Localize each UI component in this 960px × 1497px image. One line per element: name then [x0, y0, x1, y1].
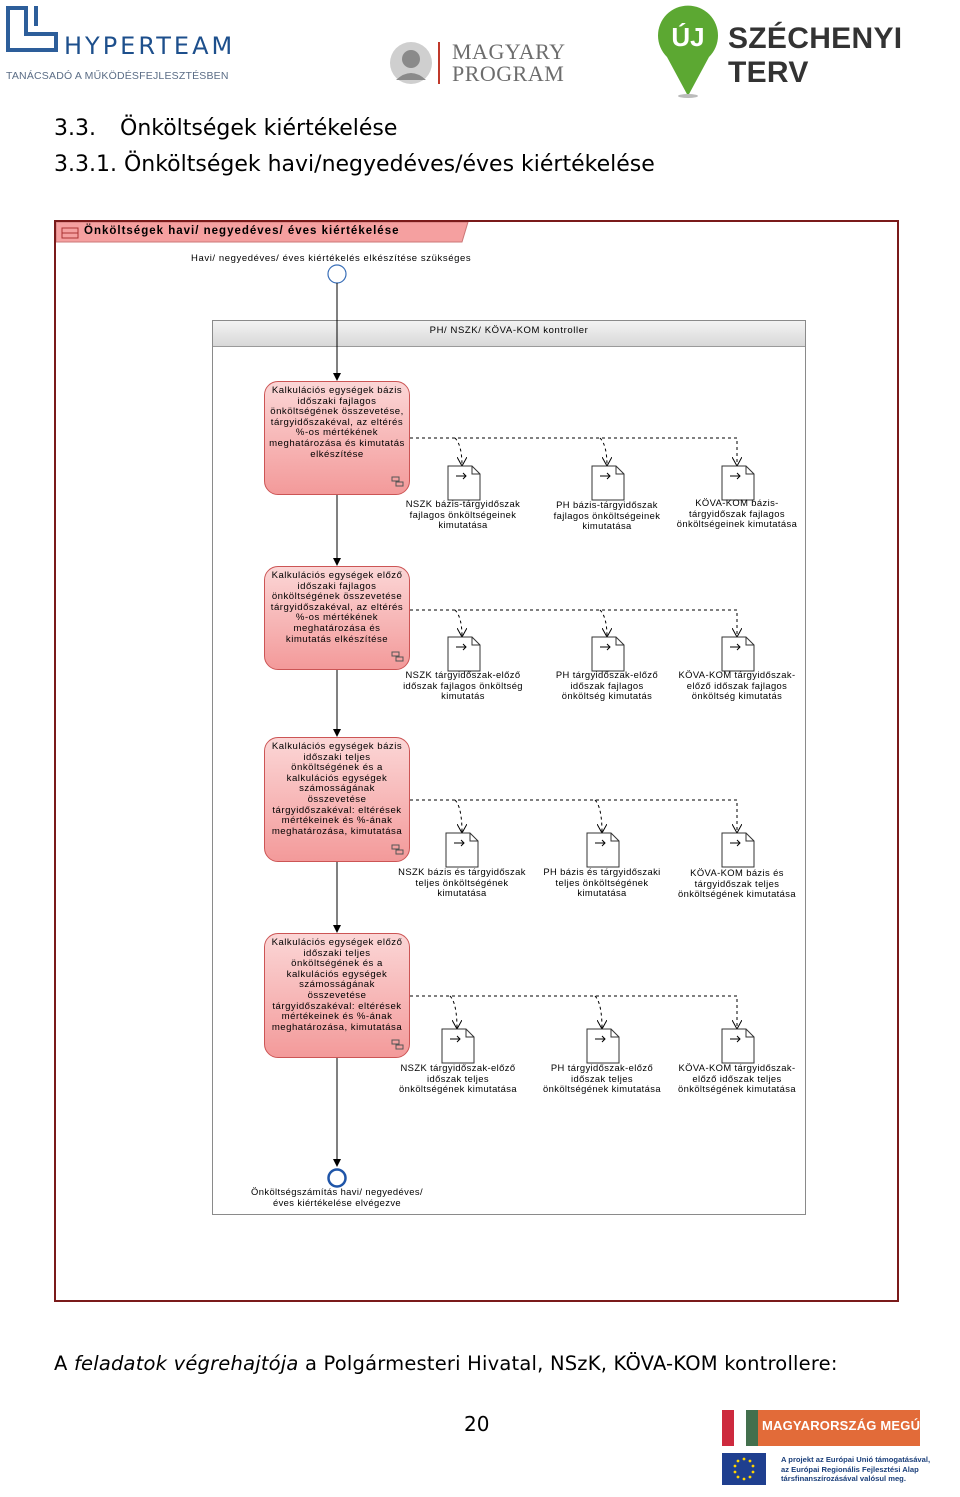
szechenyi-pin-icon — [658, 5, 718, 98]
diagram-title-tab — [56, 222, 469, 243]
body-prefix: A — [54, 1352, 74, 1375]
task-prev-total-cost[interactable] — [264, 933, 410, 1058]
swimlane-label: PH/ NSZK/ KÖVA-KOM kontroller — [429, 325, 589, 336]
swimlane-header — [213, 321, 805, 347]
szechenyi-pin-text: ÚJ — [671, 22, 705, 52]
section-title: Önköltségek kiértékelése — [120, 116, 398, 141]
banner-text: MAGYARORSZÁG MEGÚJUL — [762, 1418, 946, 1433]
magyary-portrait-icon — [390, 42, 432, 84]
body-paragraph: A feladatok végrehajtója a Polgármesteri… — [54, 1352, 838, 1375]
magyary-line1: MAGYARY — [452, 39, 566, 64]
magyary-divider — [438, 42, 440, 84]
hyperteam-name: HYPERTEAM — [64, 32, 236, 60]
hyperteam-logo-mark — [6, 6, 58, 52]
eu-flag-icon — [722, 1453, 766, 1485]
szechenyi-terv-logo: SZÉCHENYI TERV — [728, 22, 903, 89]
task-base-unit-cost[interactable] — [264, 381, 410, 495]
end-event-label: Önköltségszámítás havi/ negyedéves/éves … — [251, 1186, 423, 1208]
task-base-total-cost[interactable] — [264, 737, 410, 862]
swimlane — [212, 320, 806, 1215]
magyarorszag-megujul-banner — [722, 1410, 920, 1446]
body-suffix: a Polgármesteri Hivatal, NSzK, KÖVA-KOM … — [298, 1352, 838, 1375]
eu-funding-note: A projekt az Európai Unió támogatásával,… — [781, 1455, 931, 1484]
magyary-program-logo: MAGYARY PROGRAM — [452, 41, 566, 85]
page-number: 20 — [464, 1412, 490, 1436]
body-italic: feladatok végrehajtója — [73, 1352, 299, 1375]
start-event-label: Havi/ negyedéves/ éves kiértékelés elkés… — [191, 253, 472, 264]
magyary-line2: PROGRAM — [452, 61, 565, 86]
diagram-title: Önköltségek havi/ negyedéves/ éves kiért… — [84, 225, 400, 237]
hyperteam-tagline: TANÁCSADÓ A MŰKÖDÉSFEJLESZTÉSBEN — [6, 70, 229, 82]
task-subprocess-icon — [391, 476, 404, 487]
subsection-heading: 3.3.1. Önköltségek havi/negyedéves/éves … — [54, 152, 655, 177]
task-prev-unit-cost[interactable] — [264, 566, 410, 670]
doc-label: KÖVA-KOM tárgyidőszak-előző időszak telj… — [678, 1062, 796, 1095]
section-heading: 3.3. Önköltségek kiértékelése — [54, 116, 397, 141]
section-number: 3.3. — [54, 116, 96, 141]
doc-label: KÖVA-KOM tárgyidőszak-előző időszak fajl… — [678, 669, 796, 702]
process-diagram-frame — [54, 220, 899, 1302]
end-event-icon — [327, 1168, 347, 1188]
task-subprocess-icon — [391, 651, 404, 662]
task-subprocess-icon — [391, 1039, 404, 1050]
task-subprocess-icon — [391, 844, 404, 855]
